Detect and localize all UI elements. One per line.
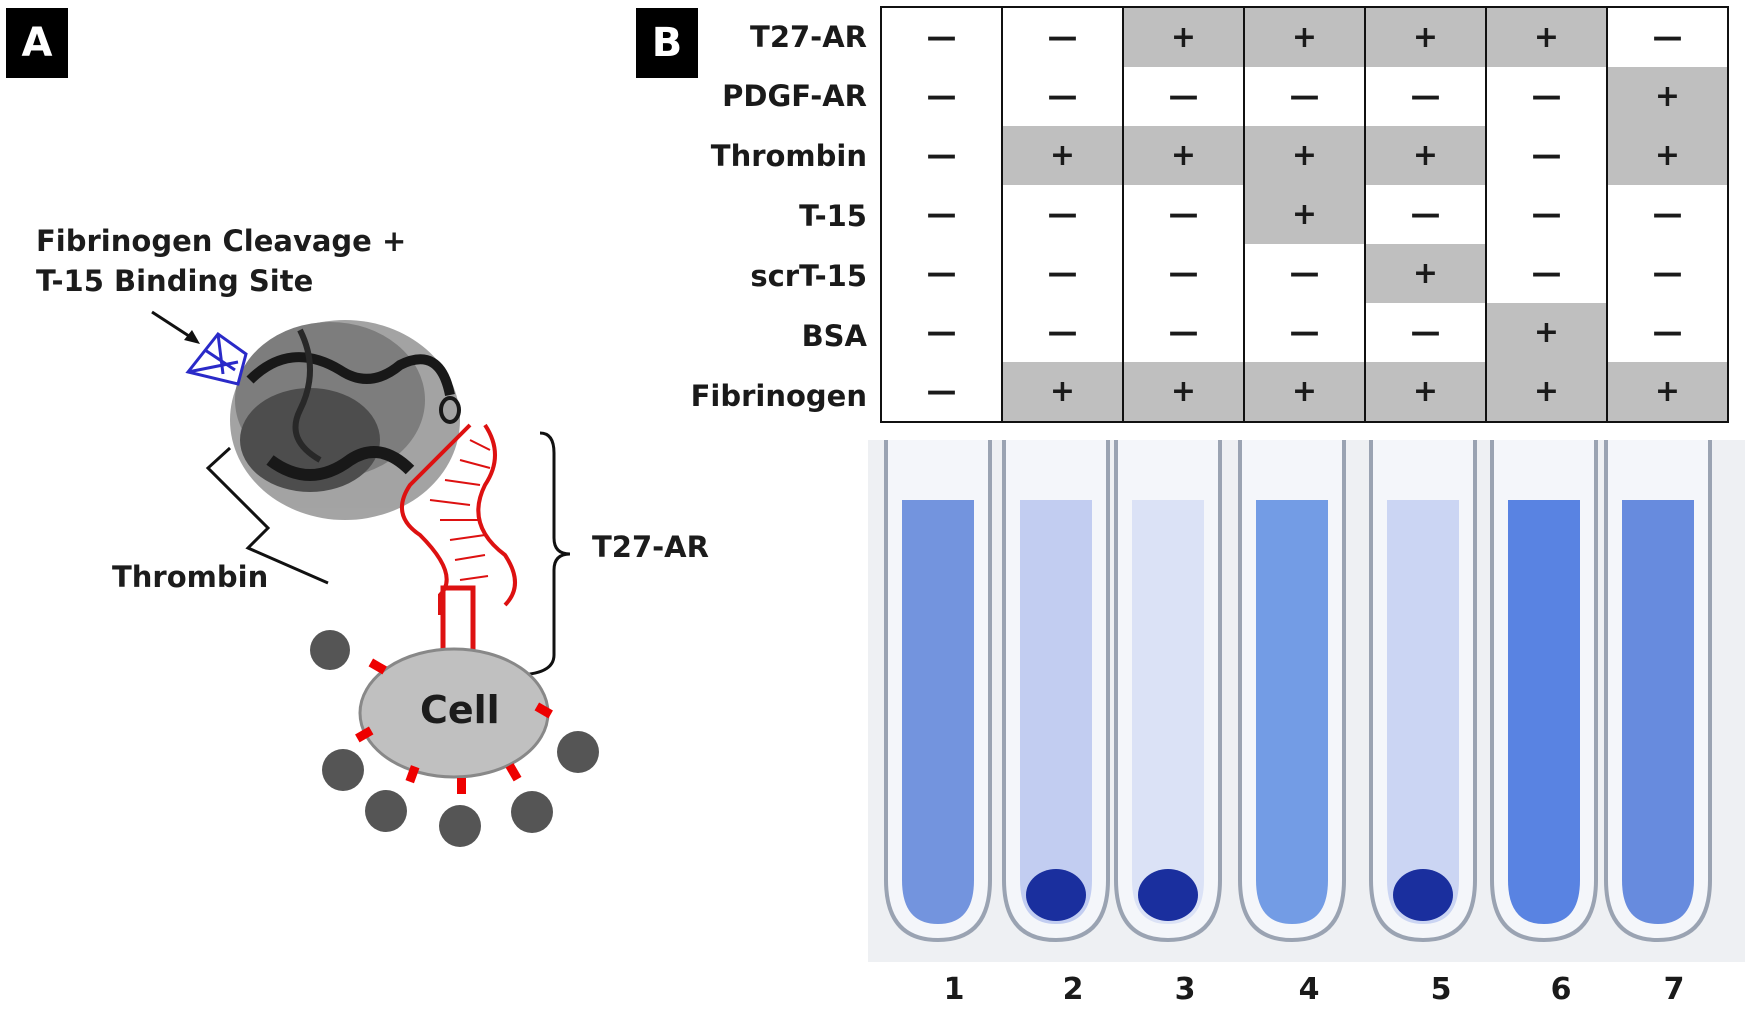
- condition-cell: —: [880, 67, 1003, 126]
- condition-cell: +: [1122, 126, 1245, 185]
- cell-label: Cell: [420, 688, 500, 732]
- condition-cell: —: [1606, 303, 1729, 362]
- condition-cell: —: [880, 303, 1003, 362]
- thrombin-label: Thrombin: [112, 560, 269, 594]
- condition-cell: +: [1243, 185, 1366, 244]
- tube-photograph: [868, 440, 1745, 962]
- condition-cell: —: [1364, 185, 1487, 244]
- tubes-svg: [884, 440, 1712, 943]
- binding-site-label-line1: Fibrinogen Cleavage +: [36, 224, 407, 258]
- condition-cell: —: [1364, 67, 1487, 126]
- tube-number-4: 4: [1298, 972, 1320, 1007]
- condition-cell: —: [880, 126, 1003, 185]
- test-tube: [1369, 440, 1477, 943]
- condition-cell: —: [880, 362, 1003, 423]
- condition-cell: —: [1485, 244, 1608, 303]
- tube-number-6: 6: [1550, 972, 1572, 1007]
- condition-cell: —: [1001, 244, 1124, 303]
- condition-cell: +: [1364, 244, 1487, 303]
- condition-cell: —: [1606, 6, 1729, 67]
- thrombin-protein: [230, 320, 461, 520]
- row-label-thrombin: Thrombin: [710, 139, 867, 173]
- thrombin-bracket: [205, 446, 329, 585]
- condition-cell: —: [1364, 303, 1487, 362]
- test-tube: [1238, 440, 1346, 943]
- condition-cell: —: [1485, 126, 1608, 185]
- condition-cell: +: [1243, 126, 1366, 185]
- row-label-scrt-15: scrT-15: [750, 259, 867, 293]
- tube-number-7: 7: [1663, 972, 1685, 1007]
- condition-cell: +: [1364, 6, 1487, 67]
- test-tube: [1114, 440, 1222, 943]
- test-tube: [884, 440, 992, 943]
- condition-cell: —: [880, 6, 1003, 67]
- condition-cell: +: [1243, 6, 1366, 67]
- bound-thrombin-satellites: [310, 630, 599, 847]
- condition-cell: —: [1243, 303, 1366, 362]
- row-label-t27-ar: T27-AR: [750, 20, 867, 54]
- condition-cell: +: [1606, 67, 1729, 126]
- condition-cell: —: [1243, 67, 1366, 126]
- t27-ar-bracket: [513, 431, 571, 677]
- row-label-t-15: T-15: [799, 199, 867, 233]
- condition-cell: +: [1243, 362, 1366, 423]
- condition-cell: +: [1364, 126, 1487, 185]
- condition-cell: —: [1485, 185, 1608, 244]
- condition-cell: —: [1122, 303, 1245, 362]
- row-label-bsa: BSA: [801, 319, 867, 353]
- condition-row: ———+———: [880, 185, 1729, 244]
- condition-cell: +: [1485, 303, 1608, 362]
- condition-row: —++++—+: [880, 126, 1729, 185]
- arrow-head: [184, 330, 200, 344]
- tube-number-2: 2: [1062, 972, 1084, 1007]
- condition-cell: —: [1001, 185, 1124, 244]
- condition-row: —————+—: [880, 303, 1729, 362]
- condition-cell: —: [1001, 67, 1124, 126]
- panel-a-badge: A: [6, 8, 68, 78]
- test-tube: [1490, 440, 1598, 943]
- condition-cell: —: [880, 244, 1003, 303]
- fibrin-clot: [1026, 869, 1086, 921]
- condition-cell: —: [1243, 244, 1366, 303]
- test-tube: [1604, 440, 1712, 943]
- fibrin-clot: [1138, 869, 1198, 921]
- condition-cell: +: [1485, 362, 1608, 423]
- condition-row: ——————+: [880, 67, 1729, 126]
- condition-cell: +: [1606, 126, 1729, 185]
- condition-cell: +: [1001, 126, 1124, 185]
- condition-cell: —: [1485, 67, 1608, 126]
- condition-cell: —: [1001, 303, 1124, 362]
- row-label-pdgf-ar: PDGF-AR: [722, 79, 867, 113]
- test-tube: [1002, 440, 1110, 943]
- condition-cell: —: [1122, 67, 1245, 126]
- condition-row: —++++++: [880, 362, 1729, 423]
- condition-row: ——++++—: [880, 6, 1729, 67]
- t27-ar-label: T27-AR: [592, 530, 709, 564]
- condition-cell: +: [1001, 362, 1124, 423]
- condition-cell: +: [1606, 362, 1729, 423]
- condition-row: ————+——: [880, 244, 1729, 303]
- condition-cell: +: [1485, 6, 1608, 67]
- row-label-fibrinogen: Fibrinogen: [690, 379, 867, 413]
- condition-cell: +: [1122, 6, 1245, 67]
- thrombin-cell-diagram: [151, 310, 599, 847]
- condition-cell: —: [1606, 244, 1729, 303]
- condition-cell: +: [1364, 362, 1487, 423]
- t15-aptamer-structure: [185, 331, 248, 386]
- condition-cell: —: [1122, 244, 1245, 303]
- condition-cell: —: [880, 185, 1003, 244]
- binding-site-label-line2: T-15 Binding Site: [36, 264, 314, 298]
- condition-table: ——++++———————+—++++—+———+———————+———————…: [880, 6, 1729, 423]
- tube-number-5: 5: [1430, 972, 1452, 1007]
- tube-number-1: 1: [943, 972, 965, 1007]
- panel-b-badge: B: [636, 8, 698, 78]
- tube-number-3: 3: [1174, 972, 1196, 1007]
- condition-cell: —: [1122, 185, 1245, 244]
- condition-cell: —: [1001, 6, 1124, 67]
- fibrin-clot: [1393, 869, 1453, 921]
- condition-cell: +: [1122, 362, 1245, 423]
- binding-site-arrow: [151, 310, 193, 340]
- condition-cell: —: [1606, 185, 1729, 244]
